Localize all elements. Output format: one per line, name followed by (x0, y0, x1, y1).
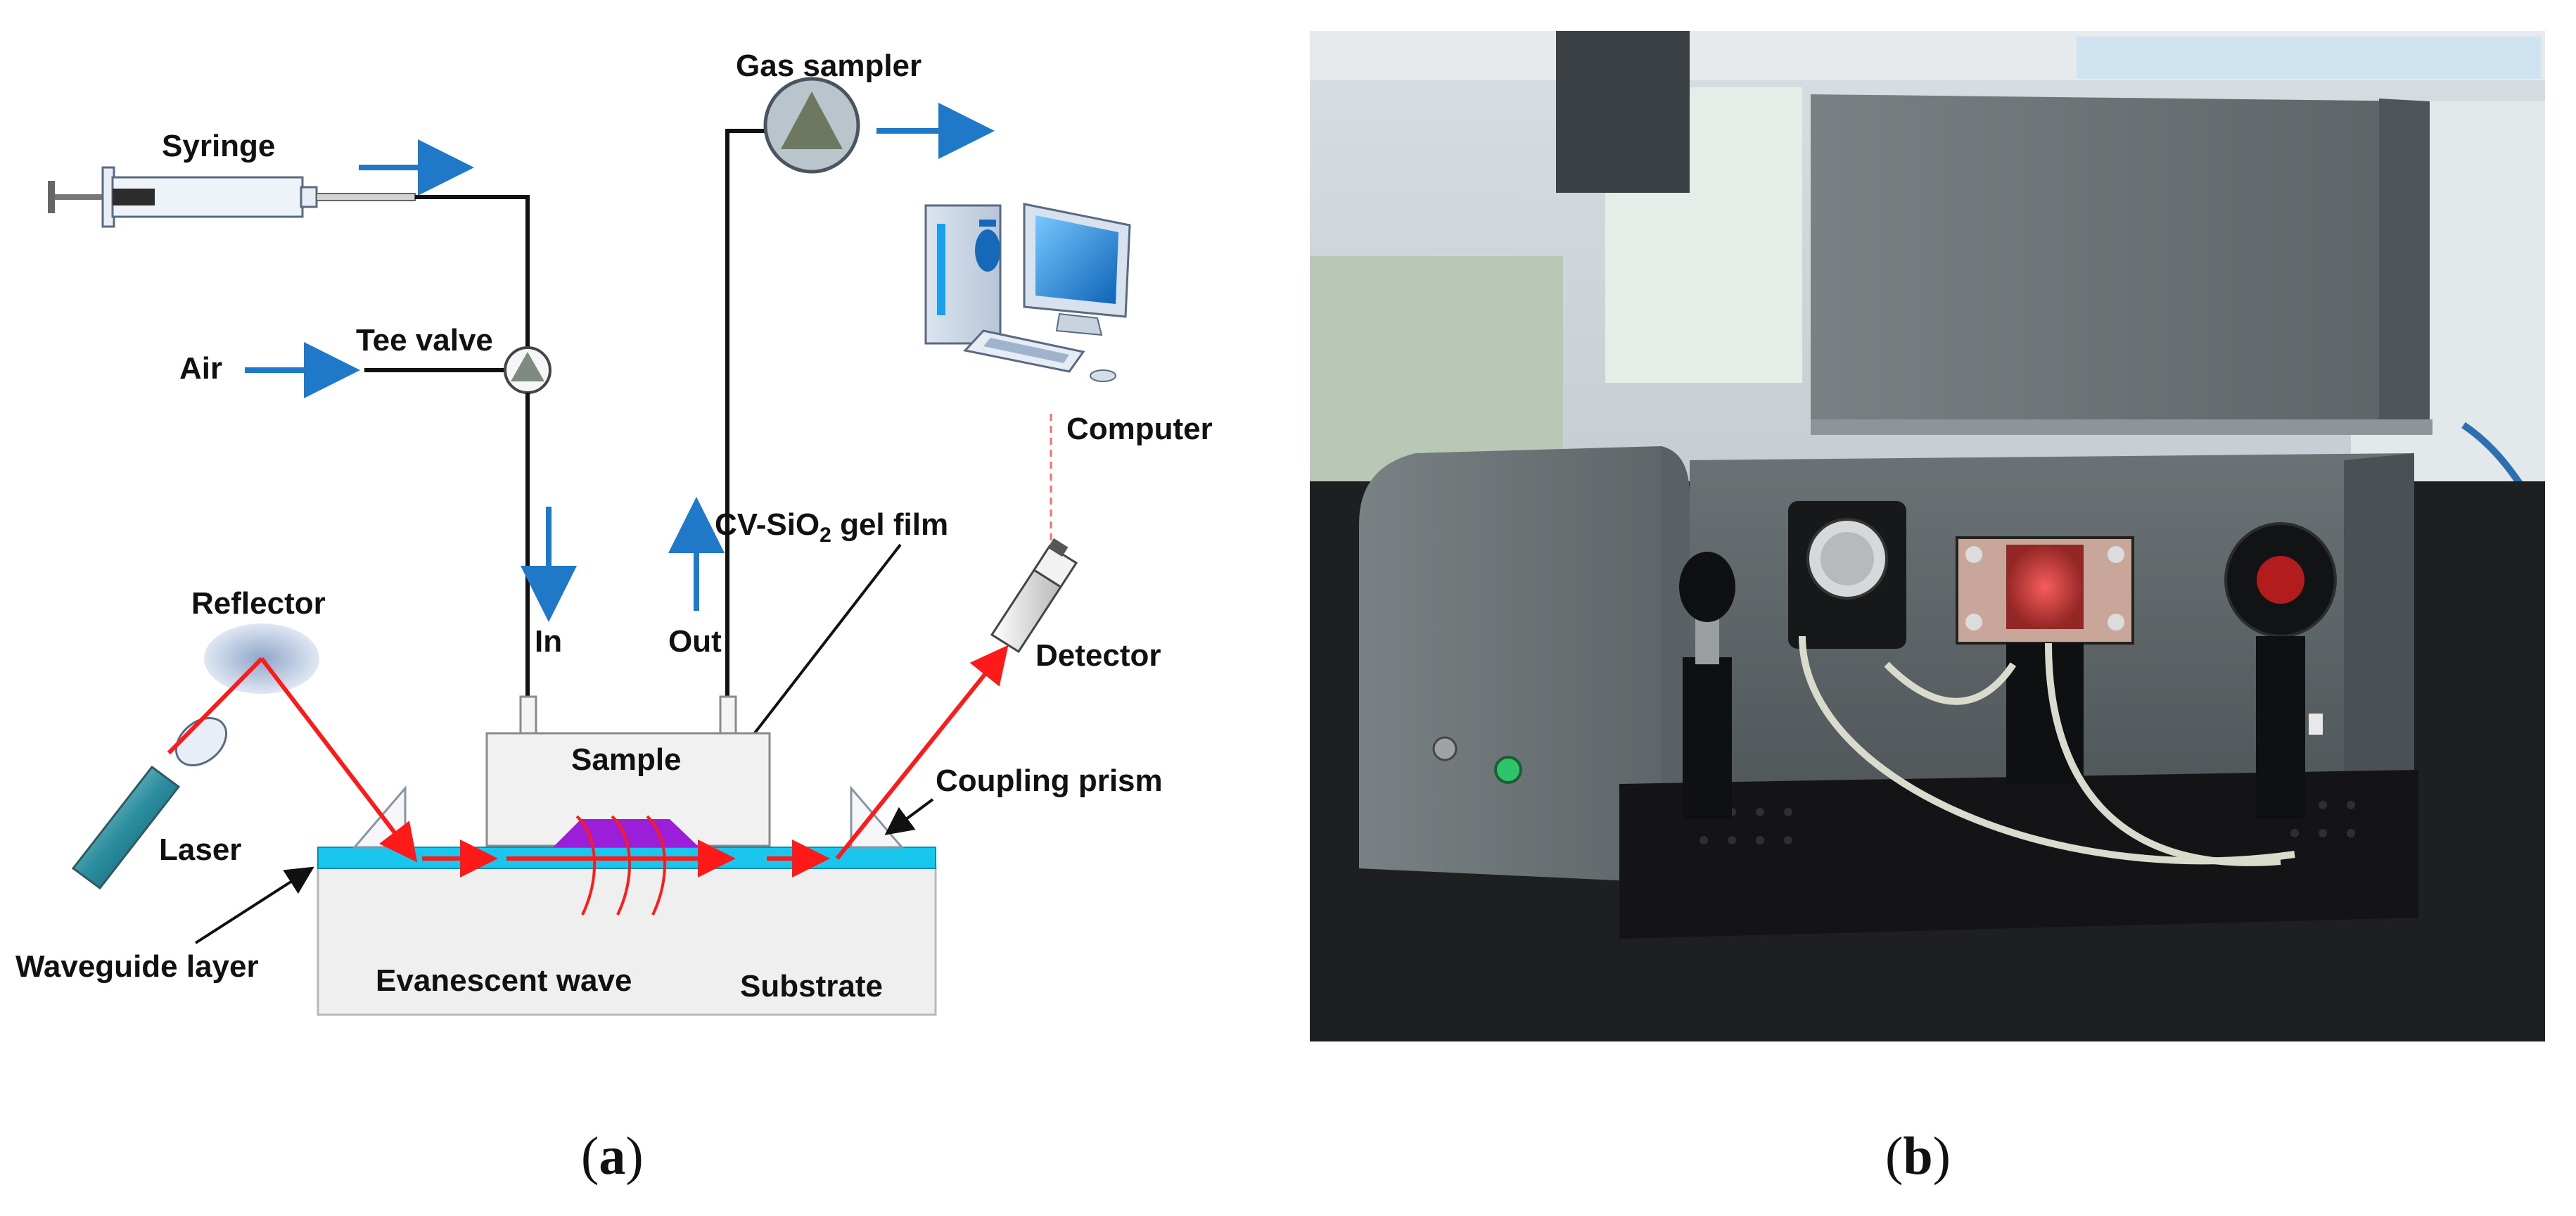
evanescent-wave-curves (575, 815, 667, 916)
background-lamp-box (1556, 31, 1690, 193)
caption-panel-a: (a) (581, 1127, 644, 1186)
gas-sampler-icon (763, 77, 860, 174)
panel-a-schematic: Syringe Air Tee valve In Out Gas sampler… (15, 49, 1213, 1016)
out-label: Out (668, 624, 722, 659)
instrument-inner-right-wall (2344, 453, 2414, 791)
syringe-label: Syringe (162, 129, 275, 163)
window-blind (2077, 37, 2541, 79)
computer-label: Computer (1066, 412, 1213, 446)
sample-label: Sample (571, 742, 682, 777)
substrate-label: Substrate (740, 969, 883, 1003)
in-label: In (535, 624, 562, 659)
left-optical-post (1679, 552, 1735, 819)
tee-valve-icon (504, 346, 551, 394)
air-label: Air (179, 351, 222, 386)
flow-cell (1956, 536, 2134, 784)
pump-unit (1788, 501, 1906, 649)
gel-film-label: CV-SiO2 gel film (715, 507, 948, 547)
power-knob-icon[interactable] (1432, 736, 1458, 761)
coupling-prism-pointer (884, 798, 934, 835)
coupling-prism-label: Coupling prism (936, 764, 1163, 798)
detector-label: Detector (1035, 638, 1161, 673)
coupling-prism-right (850, 785, 905, 849)
evanescent-wave-label: Evanescent wave (376, 963, 632, 998)
right-rotation-mount (2224, 522, 2337, 819)
caption-panel-b: (b) (1885, 1127, 1951, 1186)
tube-outlet-sampler (725, 129, 774, 704)
tee-valve-label: Tee valve (356, 323, 493, 357)
syringe-icon (48, 166, 416, 228)
reflector-label: Reflector (191, 586, 326, 621)
gas-tubing (1799, 635, 2295, 866)
gas-sampler-label: Gas sampler (736, 49, 922, 83)
laser-beam-path (167, 645, 1009, 878)
optical-rail-base (1619, 770, 2418, 939)
lid-hinge-bar (1811, 419, 2432, 435)
detector-icon (990, 538, 1078, 654)
instrument-lid-edge (2379, 99, 2430, 428)
waveguide-layer-label: Waveguide layer (15, 949, 259, 984)
laser-label: Laser (159, 832, 241, 867)
instrument-lid (1811, 94, 2430, 432)
gas-port-fitting-icon[interactable] (1494, 756, 1522, 784)
waveguide-layer-pointer (194, 866, 314, 944)
tube-syringe-tee (415, 195, 530, 348)
computer-icon (924, 203, 1131, 382)
instrument-side-housing (1359, 446, 1662, 882)
panel-b-instrument-photo (1310, 31, 2545, 1041)
